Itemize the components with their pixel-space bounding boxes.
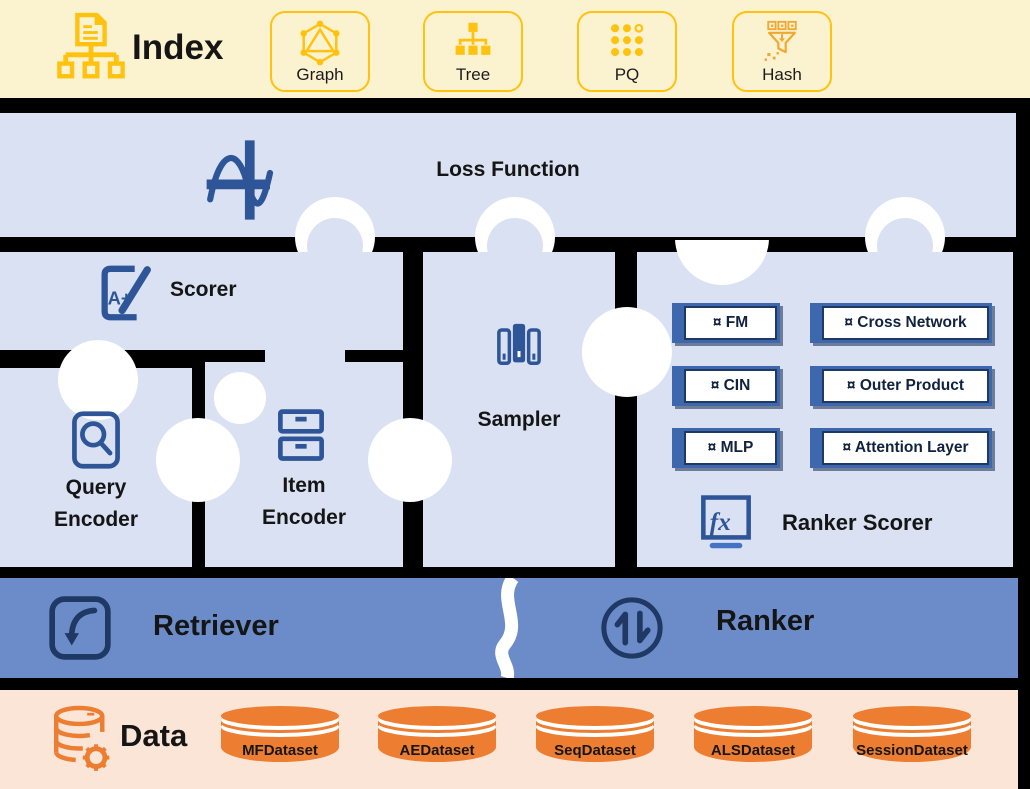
ranker-scorer-title: Ranker Scorer xyxy=(782,510,933,535)
index-title: Index xyxy=(132,28,224,67)
pipeline-divider xyxy=(495,578,519,678)
index-method-label: Hash xyxy=(762,65,802,84)
puzzle-notch xyxy=(368,418,452,502)
puzzle-tab xyxy=(487,218,543,274)
dataset-cylinder-ae: AEDataset xyxy=(378,706,496,762)
module-chip-label: ¤ FM xyxy=(684,306,777,340)
dataset-cylinder-seq: SeqDataset xyxy=(536,706,654,762)
query-encoder-line1: Query xyxy=(65,476,127,499)
module-chip-label: ¤ CIN xyxy=(684,369,777,403)
module-chip-cross-network: ¤ Cross Network xyxy=(810,303,992,343)
puzzle-notch xyxy=(664,240,780,292)
fx-monitor-icon: fx xyxy=(701,495,751,549)
index-method-label: PQ xyxy=(614,65,640,84)
item-encoder-line1: Item xyxy=(282,474,326,497)
database-gear-icon xyxy=(53,705,110,771)
index-method-box-graph: Graph xyxy=(270,11,370,92)
dot-grid-icon xyxy=(611,23,644,57)
puzzle-notch xyxy=(156,418,240,502)
graph-network-icon xyxy=(300,20,340,66)
item-encoder-line2: Encoder xyxy=(261,506,347,529)
dataset-label: SeqDataset xyxy=(554,742,636,759)
dataset-cylinder-mf: MFDataset xyxy=(221,706,339,762)
curved-arrow-icon xyxy=(49,596,111,660)
module-chip-fm: ¤ FM xyxy=(672,303,780,343)
sort-arrows-icon xyxy=(601,597,663,659)
fx-icon-glyph: fx xyxy=(710,508,731,536)
module-chip-label: ¤ MLP xyxy=(684,431,777,465)
sampler-block xyxy=(423,252,615,567)
puzzle-notch xyxy=(214,372,266,424)
index-method-label: Graph xyxy=(296,65,344,84)
module-chip-label: ¤ Outer Product xyxy=(822,369,989,403)
module-chip-label: ¤ Cross Network xyxy=(822,306,989,340)
puzzle-bridge xyxy=(265,344,345,374)
module-chip-mlp: ¤ MLP xyxy=(672,428,780,468)
scorer-title: Scorer xyxy=(170,278,237,301)
index-method-box-hash: Hash xyxy=(732,11,832,92)
dataset-label: SessionDataset xyxy=(856,742,968,759)
sine-wave-icon xyxy=(206,140,274,220)
puzzle-tab xyxy=(877,218,933,274)
query-encoder-title: Query Encoder xyxy=(0,472,192,536)
data-layer xyxy=(0,690,1018,789)
storage-boxes-icon xyxy=(278,409,324,461)
index-method-box-tree: Tree xyxy=(423,11,523,92)
puzzle-notch xyxy=(58,340,138,420)
index-method-box-pq: PQ xyxy=(577,11,677,92)
dataset-label: MFDataset xyxy=(242,742,318,759)
magnifier-icon xyxy=(72,411,120,469)
hash-funnel-icon xyxy=(764,20,797,61)
index-method-label: Tree xyxy=(455,65,491,84)
grade-document-icon: A+ xyxy=(101,265,151,321)
loss-function-title: Loss Function xyxy=(436,158,580,181)
item-encoder-title: Item Encoder xyxy=(205,470,403,534)
retriever-title: Retriever xyxy=(153,610,279,642)
module-chip-outer-product: ¤ Outer Product xyxy=(810,366,992,406)
index-sitemap-icon xyxy=(57,12,125,79)
module-chip-cin: ¤ CIN xyxy=(672,366,780,406)
tree-hierarchy-icon xyxy=(455,22,491,55)
sampler-title: Sampler xyxy=(477,408,561,431)
module-chip-label: ¤ Attention Layer xyxy=(822,431,989,465)
dataset-cylinder-session: SessionDataset xyxy=(853,706,971,762)
puzzle-notch xyxy=(582,307,672,397)
ranker-title: Ranker xyxy=(716,605,815,637)
dataset-label: AEDataset xyxy=(399,742,475,759)
data-title: Data xyxy=(120,718,188,753)
dataset-label: ALSDataset xyxy=(710,742,796,759)
binders-icon xyxy=(497,323,541,365)
query-encoder-line2: Encoder xyxy=(53,508,139,531)
dataset-cylinder-als: ALSDataset xyxy=(694,706,812,762)
index-layer: Index Graph xyxy=(0,0,1030,98)
module-chip-attention-layer: ¤ Attention Layer xyxy=(810,428,992,468)
puzzle-tab xyxy=(307,218,363,274)
